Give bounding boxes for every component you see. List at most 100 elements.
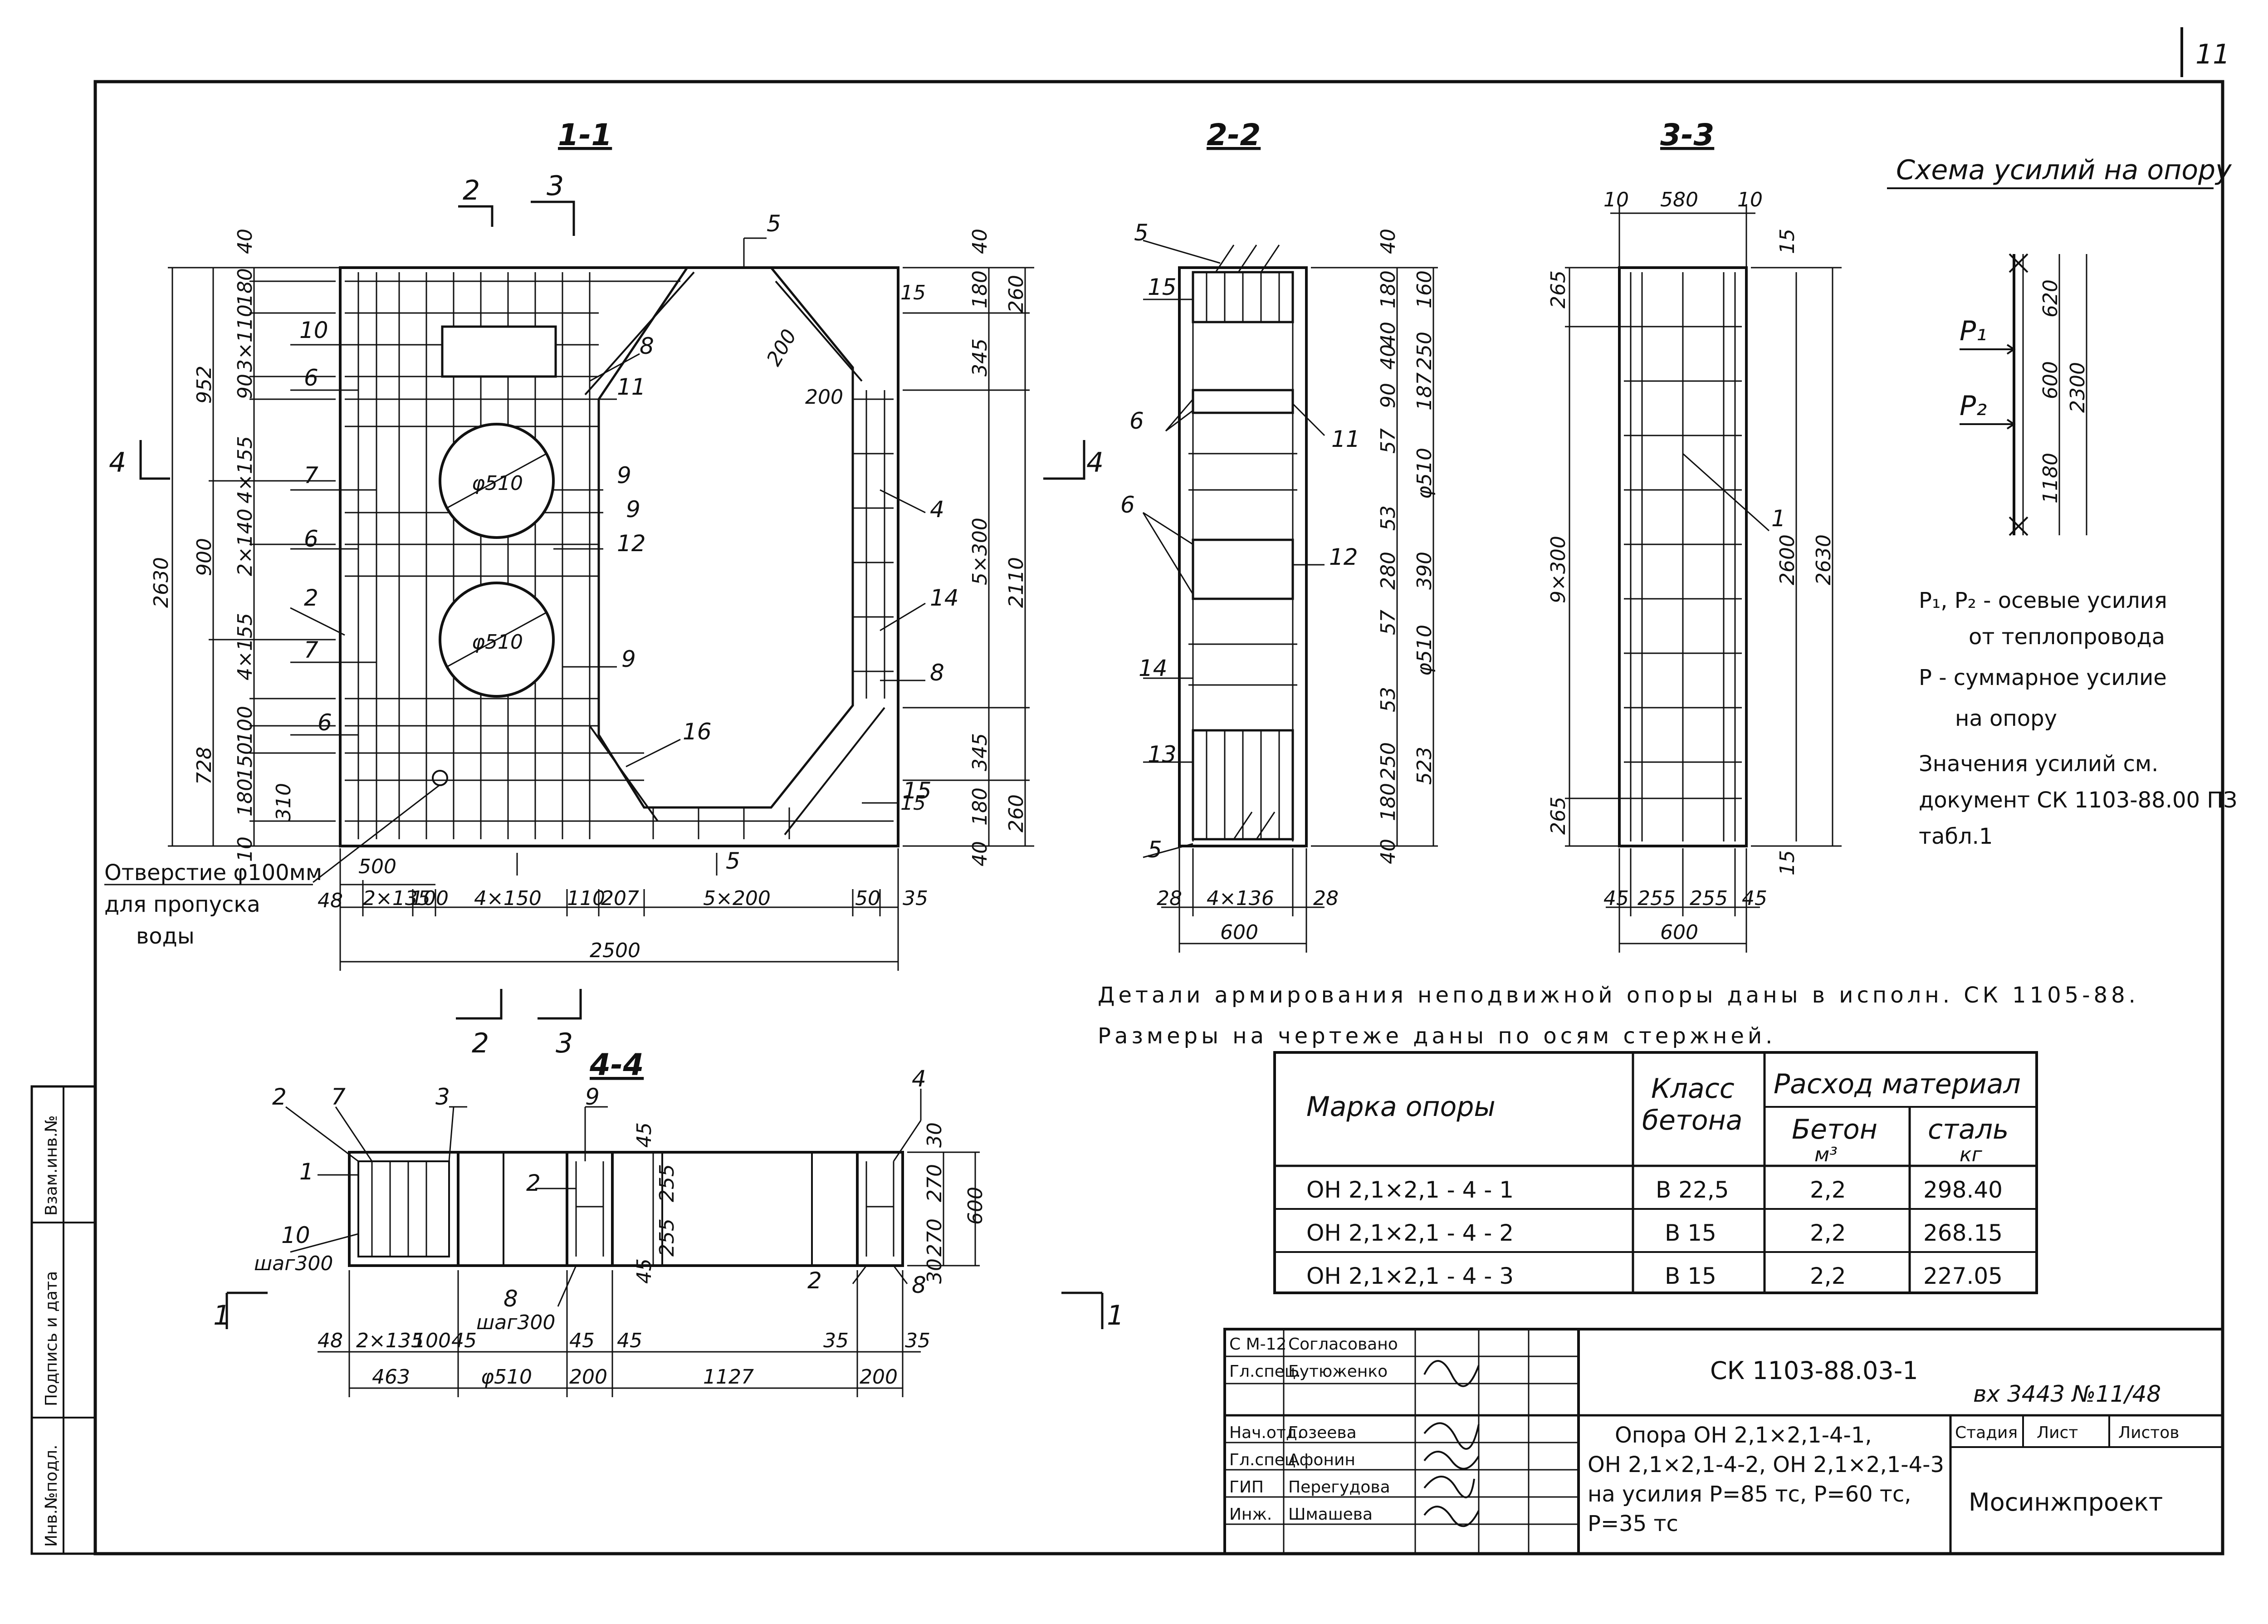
callout22-6-a: 6 xyxy=(1129,408,1144,434)
dim-right-15-bottom: 15 xyxy=(900,792,926,815)
callout22-5-bottom: 5 xyxy=(1148,836,1162,863)
force-legend2-line1: P - суммарное усилие xyxy=(1919,665,2167,690)
dim33-left-265-bottom: 265 xyxy=(1547,797,1570,835)
th-steel-2: кг xyxy=(1960,1143,1983,1166)
dim-right-345-top: 345 xyxy=(968,338,992,377)
th-class-1: Класс xyxy=(1651,1073,1735,1105)
dim-bottom-48: 48 xyxy=(318,889,343,912)
title-block: С М-12 Согласовано Гл.спец. Бутюженко На… xyxy=(1223,1328,2224,1555)
tb-name-3: Гозеева xyxy=(1288,1423,1357,1442)
dim-left-728: 728 xyxy=(193,747,216,785)
dim33-bottom-45-a: 45 xyxy=(1603,887,1629,910)
dim-left-100: 100 xyxy=(234,706,257,744)
dim-left-4x155-a: 4×155 xyxy=(234,436,257,504)
callout-9-c: 9 xyxy=(621,646,636,672)
dim-bottom-2500: 2500 xyxy=(590,939,640,962)
dim-right-345-bottom: 345 xyxy=(968,733,992,771)
dim22-40-a: 40 xyxy=(1377,322,1400,347)
callout44-step-a: шаг300 xyxy=(254,1252,333,1275)
side-strip-replace-inv: Взам.инв.№ xyxy=(42,1115,61,1216)
dim33-left-9x300: 9×300 xyxy=(1547,536,1570,603)
callout44-3: 3 xyxy=(435,1084,450,1110)
dim33-top-10-b: 10 xyxy=(1737,188,1763,211)
callout22-6-b: 6 xyxy=(1120,492,1135,518)
drain-note-line2: для пропуска xyxy=(104,892,260,917)
callout-7-a: 7 xyxy=(304,462,318,489)
sheet-frame xyxy=(93,80,2224,1556)
cut-mark-1-right: 1 xyxy=(1107,1300,1124,1331)
row3-steel: 227.05 xyxy=(1923,1263,2003,1289)
row1-class: В 22,5 xyxy=(1656,1177,1729,1203)
cut-mark-4-left: 4 xyxy=(109,447,126,479)
th-steel-1: сталь xyxy=(1928,1114,2009,1145)
tb-role-6: Инж. xyxy=(1229,1505,1272,1524)
callout33-1: 1 xyxy=(1771,505,1786,532)
dim-left-4x155-b: 4×155 xyxy=(234,613,257,680)
dim-right-40-bottom: 40 xyxy=(968,841,992,866)
force-dim-2300: 2300 xyxy=(2066,362,2089,413)
callout-8-top: 8 xyxy=(640,333,654,359)
dim22-40-c: 40 xyxy=(1377,839,1400,864)
force-legend2-line2: на опору xyxy=(1955,706,2057,731)
row1-steel: 298.40 xyxy=(1923,1177,2003,1203)
dim-right-180-top: 180 xyxy=(968,270,992,308)
callout-12: 12 xyxy=(617,530,646,557)
force-dim-620: 620 xyxy=(2039,279,2062,318)
tb-org: Мосинжпроект xyxy=(1969,1488,2163,1516)
callout44-step-b: шаг300 xyxy=(476,1311,555,1334)
tb-role-1: С М-12 xyxy=(1229,1335,1286,1354)
dim33-bottom-255-a: 255 xyxy=(1637,887,1676,910)
tb-role-5: ГИП xyxy=(1229,1478,1264,1497)
tb-doc-code: СК 1103-88.03-1 xyxy=(1710,1356,1918,1385)
drain-note-line1: Отверстие φ100мм xyxy=(104,860,322,885)
dim22-180: 180 xyxy=(1377,270,1400,308)
dim-left-900: 900 xyxy=(193,538,216,576)
dim22-bottom-4x136: 4×136 xyxy=(1207,887,1274,910)
section-title-3-3: 3-3 xyxy=(1660,117,1714,152)
callout-7-b: 7 xyxy=(304,637,318,663)
force-p2: P₂ xyxy=(1960,390,1987,422)
callout22-14: 14 xyxy=(1139,655,1168,681)
dim44-30-b: 30 xyxy=(923,1258,946,1284)
tb-role-2: Гл.спец. xyxy=(1229,1362,1301,1381)
dim22-57-a: 57 xyxy=(1377,428,1400,454)
materials-table: Марка опоры Класс бетона Расход материал… xyxy=(1273,1051,2038,1294)
dim33-right-15-top: 15 xyxy=(1776,229,1799,254)
side-strip-original-inv: Инв.№подл. xyxy=(42,1445,61,1547)
callout-9-a: 9 xyxy=(617,462,631,489)
callout44-7: 7 xyxy=(331,1084,346,1110)
side-strip-signature-date: Подпись и дата xyxy=(42,1271,61,1406)
dim22-250: 250 xyxy=(1413,332,1436,370)
dim-right-5x300: 5×300 xyxy=(968,518,992,585)
dim44-270-a: 270 xyxy=(923,1164,946,1202)
force-legend3-line3: табл.1 xyxy=(1919,824,1993,849)
force-dim-600: 600 xyxy=(2039,361,2062,399)
callout-10: 10 xyxy=(299,317,328,343)
force-scheme-title: Схема усилий на опору xyxy=(1896,154,2232,186)
section-1-1: 1-1 2 3 2 3 4 xyxy=(104,117,1034,1059)
section-2-2: 2-2 xyxy=(1043,117,1438,953)
drain-hole xyxy=(432,770,448,786)
callout22-15: 15 xyxy=(1148,274,1177,300)
cut-mark-4-right: 4 xyxy=(1086,447,1104,479)
callout22-13: 13 xyxy=(1148,741,1177,768)
dim22-40-b: 40 xyxy=(1377,344,1400,370)
tb-name-1: Согласовано xyxy=(1288,1335,1398,1354)
dim-bottom-110: 110 xyxy=(567,887,605,910)
th-class-2: бетона xyxy=(1642,1105,1743,1136)
section-title-4-4: 4-4 xyxy=(589,1047,644,1082)
tb-sheet: Лист xyxy=(2037,1423,2078,1442)
dim22-phi510-a: φ510 xyxy=(1413,448,1436,499)
dim33-left-265-top: 265 xyxy=(1547,270,1570,308)
callout-6-c: 6 xyxy=(318,709,332,736)
row2-mark: ОН 2,1×2,1 - 4 - 2 xyxy=(1306,1220,1514,1246)
force-scheme: Схема усилий на опору P₁ P₂ 620 600 1180… xyxy=(1887,154,2237,849)
callout44-9: 9 xyxy=(585,1084,600,1110)
dim44-bottom-48: 48 xyxy=(318,1329,343,1352)
callout-9-b: 9 xyxy=(626,496,640,523)
tb-sheets: Листов xyxy=(2118,1423,2179,1442)
th-concrete-1: Бетон xyxy=(1792,1114,1877,1145)
dim22-40: 40 xyxy=(1377,229,1400,254)
tb-name-6: Шмашева xyxy=(1288,1505,1373,1524)
callout-2: 2 xyxy=(304,585,318,611)
